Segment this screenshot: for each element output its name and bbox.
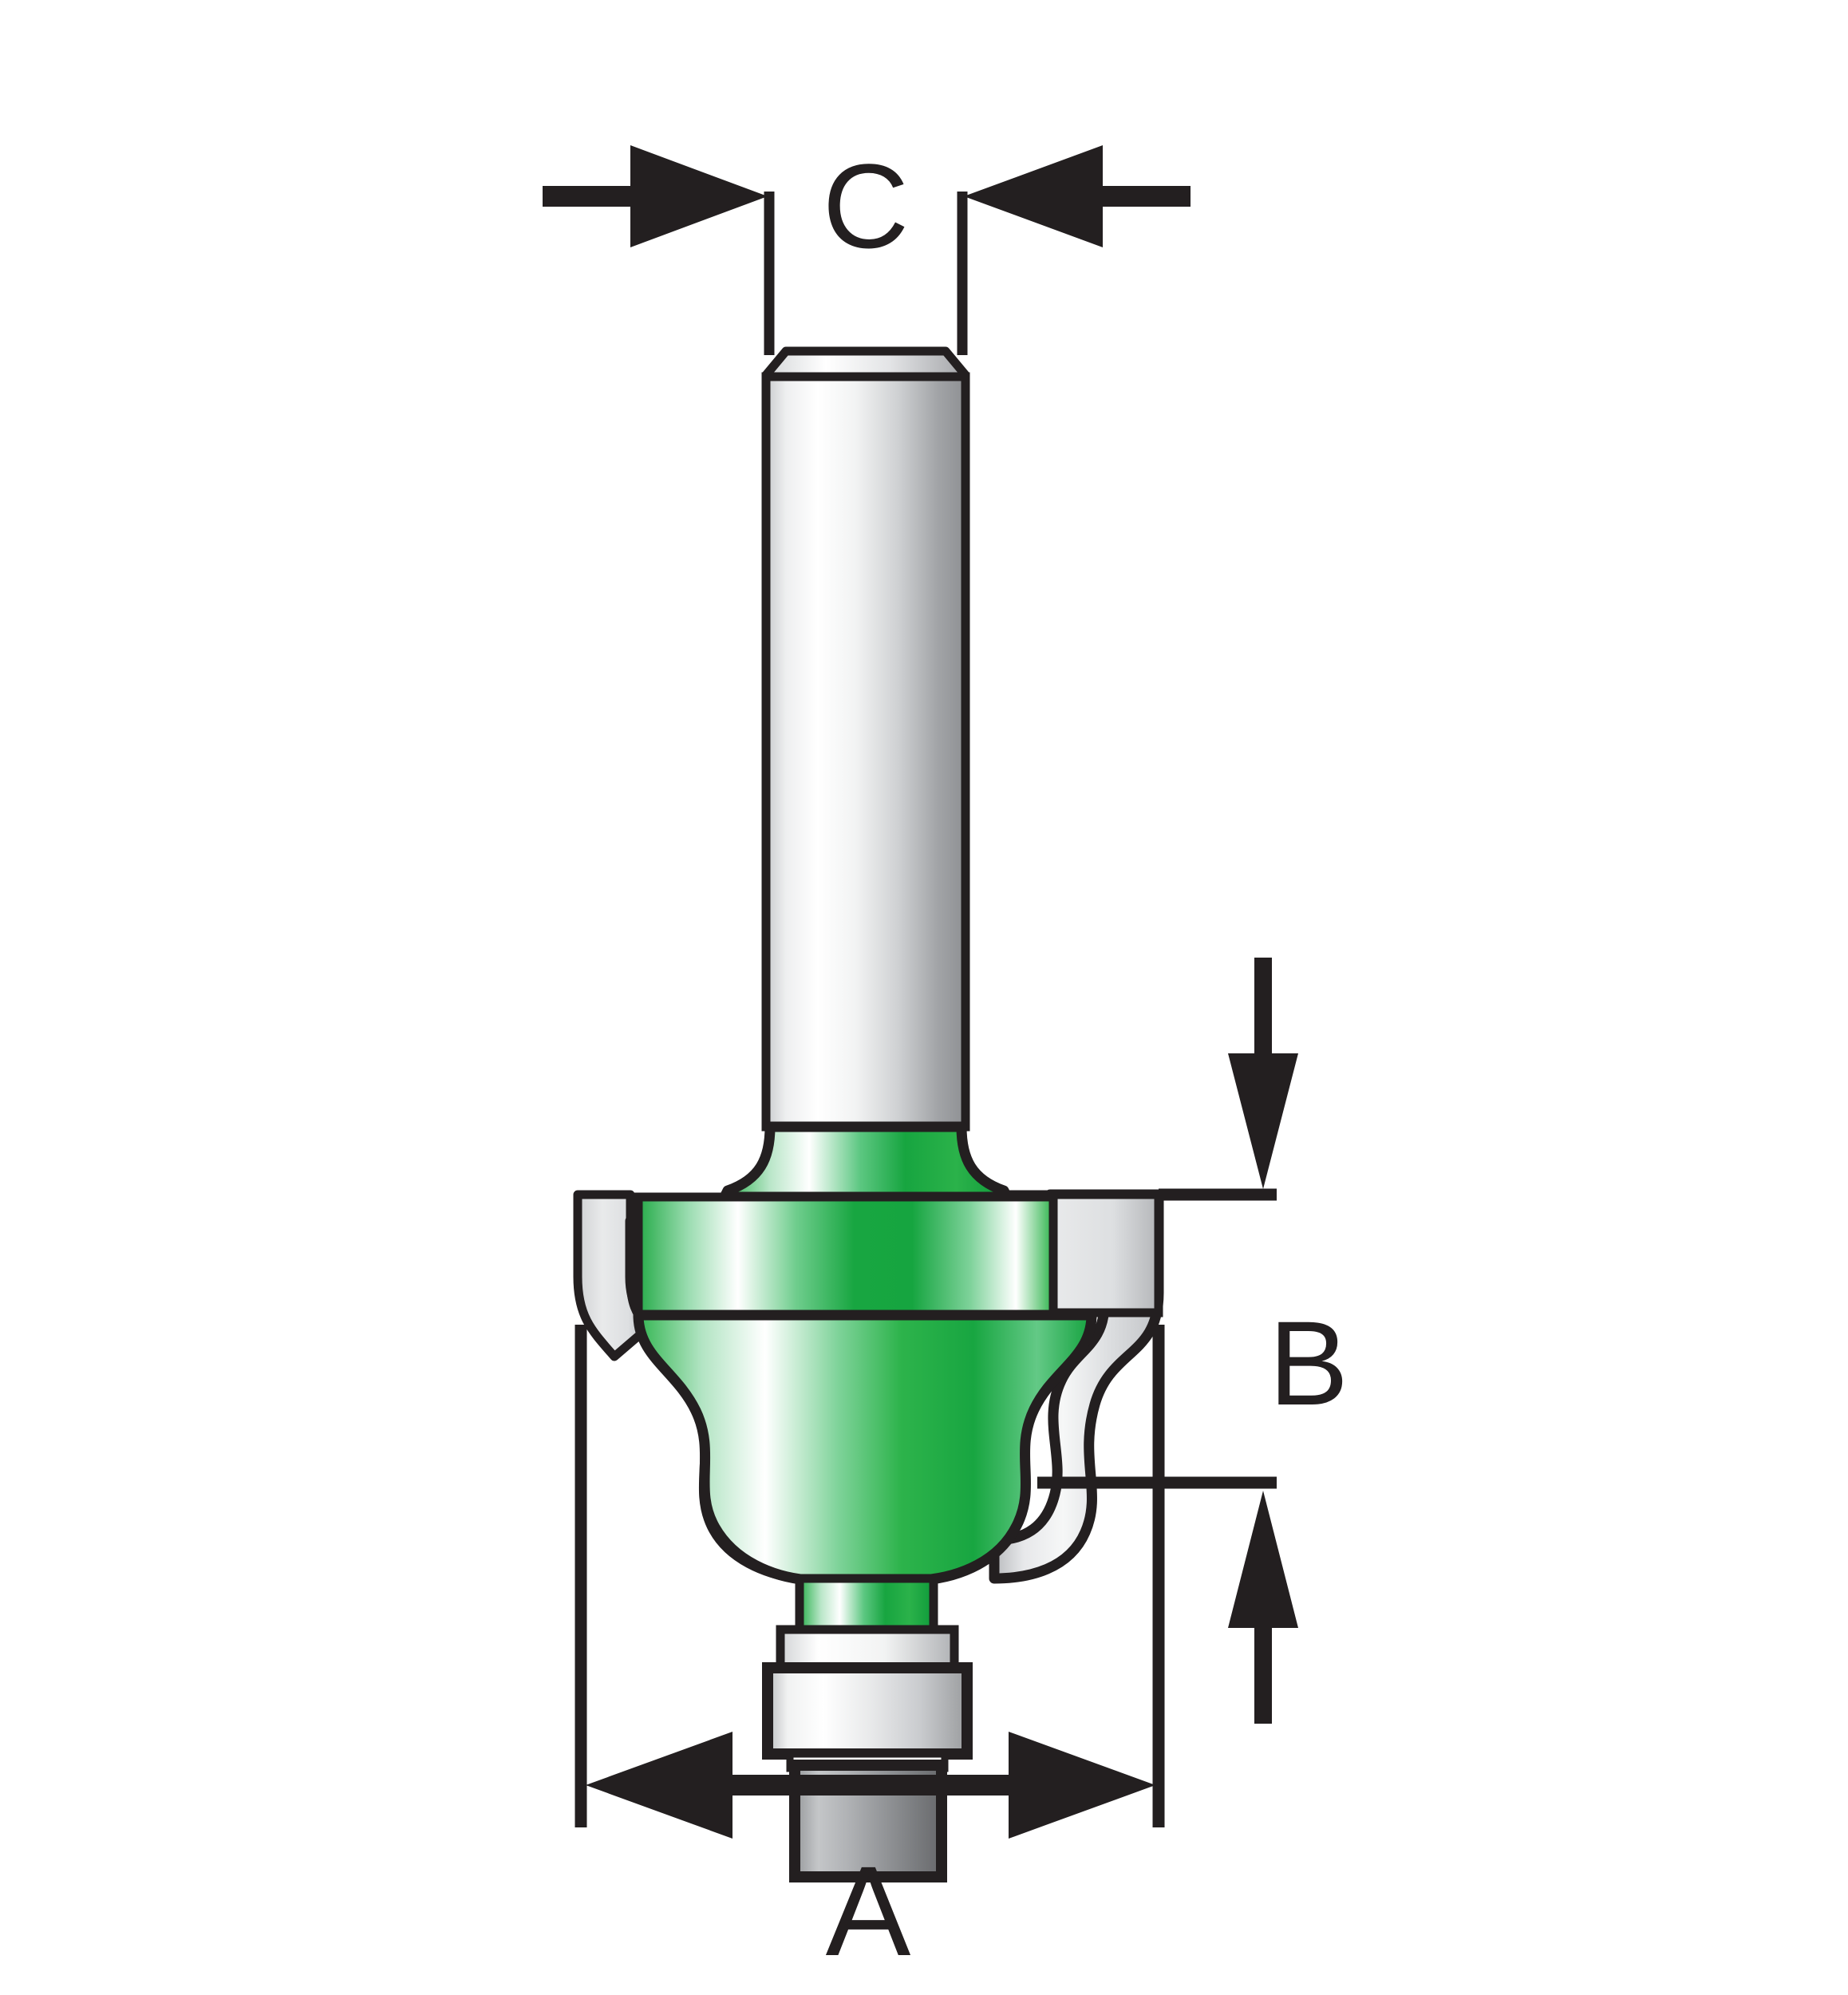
bearing-upper-collar bbox=[776, 1625, 959, 1673]
dim-b-label: B bbox=[1269, 1296, 1348, 1430]
cutter-upper-band-green bbox=[634, 1192, 1058, 1320]
dimension-c-group: C bbox=[543, 139, 1191, 355]
dimension-b-group: B bbox=[1037, 958, 1348, 1724]
shank-group bbox=[761, 346, 970, 1132]
cutter-group bbox=[573, 1121, 1164, 1634]
cutter-pilot-stem-green bbox=[795, 1574, 938, 1634]
dim-a-arrowhead-right bbox=[1009, 1732, 1155, 1839]
dim-b-arrowhead-lower bbox=[1228, 1491, 1298, 1628]
dim-c-arrowhead-left bbox=[630, 145, 768, 247]
dim-b-arrowhead-upper bbox=[1228, 1053, 1298, 1189]
bearing-outer-race bbox=[762, 1662, 973, 1760]
cutter-neck-green bbox=[719, 1121, 1013, 1203]
dim-c-arrowhead-right bbox=[964, 145, 1103, 247]
shank-body bbox=[761, 372, 970, 1132]
dim-a-arrowhead-left bbox=[586, 1732, 732, 1839]
dim-c-label: C bbox=[823, 139, 909, 273]
dimension-a-group: A bbox=[575, 1325, 1165, 1982]
dim-a-label: A bbox=[826, 1839, 911, 1982]
